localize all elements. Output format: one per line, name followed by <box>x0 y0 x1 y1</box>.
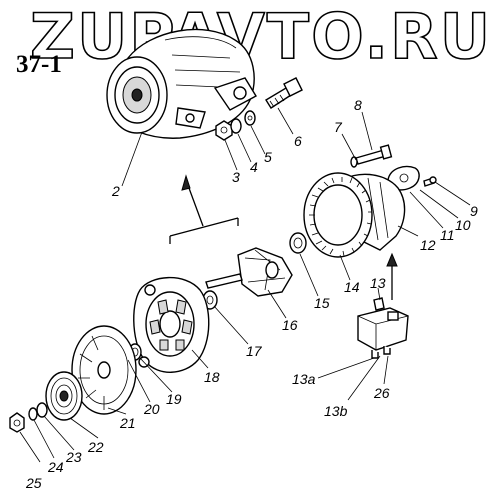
callout-22: 22 <box>87 439 104 455</box>
callout-13b: 13b <box>324 403 348 419</box>
callout-2: 2 <box>111 183 120 199</box>
mounting-bolt <box>265 77 303 109</box>
leader-lines <box>19 107 471 463</box>
nut-and-washers <box>215 110 256 141</box>
callout-10: 10 <box>455 217 471 233</box>
callout-19: 19 <box>166 391 182 407</box>
stator <box>303 172 373 258</box>
callout-25: 25 <box>25 475 42 491</box>
callout-9: 9 <box>470 203 478 219</box>
front-housing <box>133 276 210 373</box>
callout-21: 21 <box>119 415 136 431</box>
callout-5: 5 <box>264 149 272 165</box>
callouts: 2 3 4 5 6 7 8 9 10 11 12 13 13a 13b 14 1… <box>25 97 478 491</box>
callout-3: 3 <box>232 169 240 185</box>
callout-24: 24 <box>47 459 64 475</box>
assembly-arrows <box>169 174 398 300</box>
pulley-nut-set <box>9 402 48 433</box>
rear-bearing <box>289 232 307 254</box>
callout-4: 4 <box>250 159 258 175</box>
callout-16: 16 <box>282 317 298 333</box>
callout-6: 6 <box>294 133 302 149</box>
callout-17: 17 <box>246 343 263 359</box>
rotor <box>205 247 293 297</box>
callout-13: 13 <box>370 275 386 291</box>
voltage-regulator <box>357 297 409 359</box>
callout-14: 14 <box>344 279 360 295</box>
cooling-fan <box>71 325 137 415</box>
assembled-alternator <box>106 28 257 139</box>
callout-20: 20 <box>143 401 160 417</box>
callout-7: 7 <box>334 119 343 135</box>
pulley <box>45 371 83 421</box>
callout-18: 18 <box>204 369 220 385</box>
callout-15: 15 <box>314 295 330 311</box>
callout-8: 8 <box>354 97 362 113</box>
callout-12: 12 <box>420 237 436 253</box>
callout-26: 26 <box>373 385 390 401</box>
callout-11: 11 <box>440 227 455 243</box>
callout-13a: 13a <box>292 371 316 387</box>
figure-number: 37-1 <box>16 51 62 78</box>
callout-23: 23 <box>65 449 82 465</box>
terminal-cover <box>387 165 437 191</box>
watermark: ZUPAVTO.RU <box>30 0 492 73</box>
